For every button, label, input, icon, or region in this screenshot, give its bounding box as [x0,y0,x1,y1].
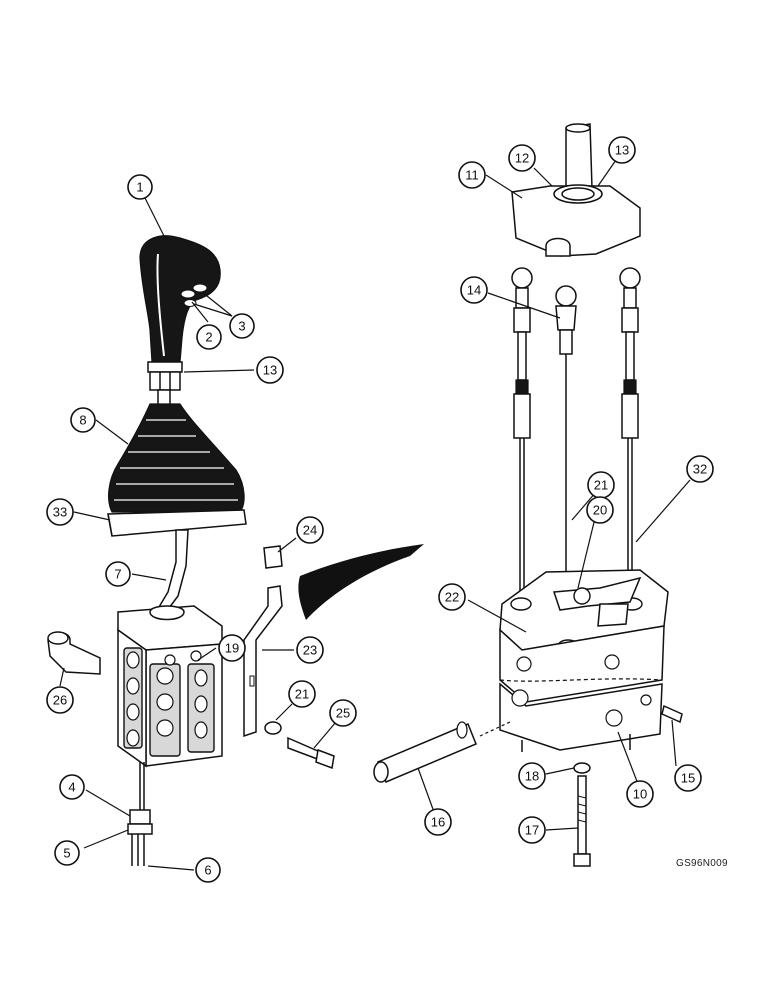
top-cover-part [511,123,641,257]
callout-1: 1 [127,174,153,200]
valve-housing-part [499,569,669,752]
ball-joint-part [511,267,533,600]
callout-21-right: 21 [587,471,615,499]
callout-19: 19 [218,634,246,662]
callout-21-left: 21 [288,680,316,708]
svg-text:12: 12 [515,151,529,166]
callout-20: 20 [586,496,614,524]
svg-text:24: 24 [303,523,317,538]
callout-24: 24 [296,516,324,544]
callout-13-left: 13 [256,356,284,384]
wiring-connector-part [127,762,153,866]
callout-15: 15 [674,764,702,792]
svg-text:23: 23 [303,643,317,658]
svg-text:19: 19 [225,641,239,656]
center-ball-joint-part [555,285,577,590]
svg-text:32: 32 [693,462,707,477]
long-bolt-part [573,775,591,867]
section-arrow [298,544,424,620]
svg-text:25: 25 [336,706,350,721]
callout-26: 26 [46,686,74,714]
svg-text:16: 16 [431,815,445,830]
callout-8: 8 [70,407,96,433]
callout-18: 18 [518,762,546,790]
callout-11: 11 [458,161,486,189]
svg-text:10: 10 [633,787,647,802]
svg-text:5: 5 [63,846,70,861]
push-rod-part [619,267,641,606]
svg-text:21: 21 [295,687,309,702]
svg-text:4: 4 [68,780,75,795]
joystick-handle-part [139,235,221,363]
pilot-valve-body-part [117,605,223,768]
boot-plate-part [107,509,247,537]
spacer-block-part [263,545,283,569]
control-lever-part [154,529,189,613]
callout-14: 14 [460,276,488,304]
svg-text:26: 26 [53,693,67,708]
plug-part [47,631,101,675]
svg-text:8: 8 [79,413,86,428]
svg-text:13: 13 [263,363,277,378]
callout-13-right: 13 [608,136,636,164]
leader-lines [59,159,691,871]
callout-6: 6 [195,857,221,883]
callout-3: 3 [229,313,255,339]
callout-32: 32 [686,455,714,483]
callout-33: 33 [46,498,74,526]
callout-10: 10 [626,780,654,808]
svg-text:1: 1 [136,180,143,195]
callout-17: 17 [518,816,546,844]
pin-part [373,721,511,783]
callout-4: 4 [59,774,85,800]
svg-text:6: 6 [204,863,211,878]
svg-text:21: 21 [594,478,608,493]
svg-text:17: 17 [525,823,539,838]
callout-25: 25 [329,699,357,727]
rubber-boot-part [108,403,245,513]
handle-nut-part [147,361,183,391]
washer-18-part [573,762,591,774]
svg-text:3: 3 [238,319,245,334]
svg-text:22: 22 [445,590,459,605]
callout-23: 23 [296,636,324,664]
svg-text:33: 33 [53,505,67,520]
callout-22: 22 [438,583,466,611]
svg-text:7: 7 [114,567,121,582]
set-screw-part [661,704,683,724]
svg-text:13: 13 [615,143,629,158]
callout-16: 16 [424,808,452,836]
washer-part [264,721,282,735]
svg-text:15: 15 [681,771,695,786]
bolt-part [287,736,335,770]
callout-7: 7 [105,561,131,587]
svg-text:18: 18 [525,769,539,784]
svg-text:2: 2 [205,330,212,345]
callout-2: 2 [196,324,222,350]
svg-text:20: 20 [593,503,607,518]
figure-code: GS96N009 [676,858,728,869]
svg-text:14: 14 [467,283,481,298]
callout-12: 12 [508,144,536,172]
svg-text:11: 11 [465,168,479,183]
callout-5: 5 [54,840,80,866]
bracket-part [243,585,283,738]
